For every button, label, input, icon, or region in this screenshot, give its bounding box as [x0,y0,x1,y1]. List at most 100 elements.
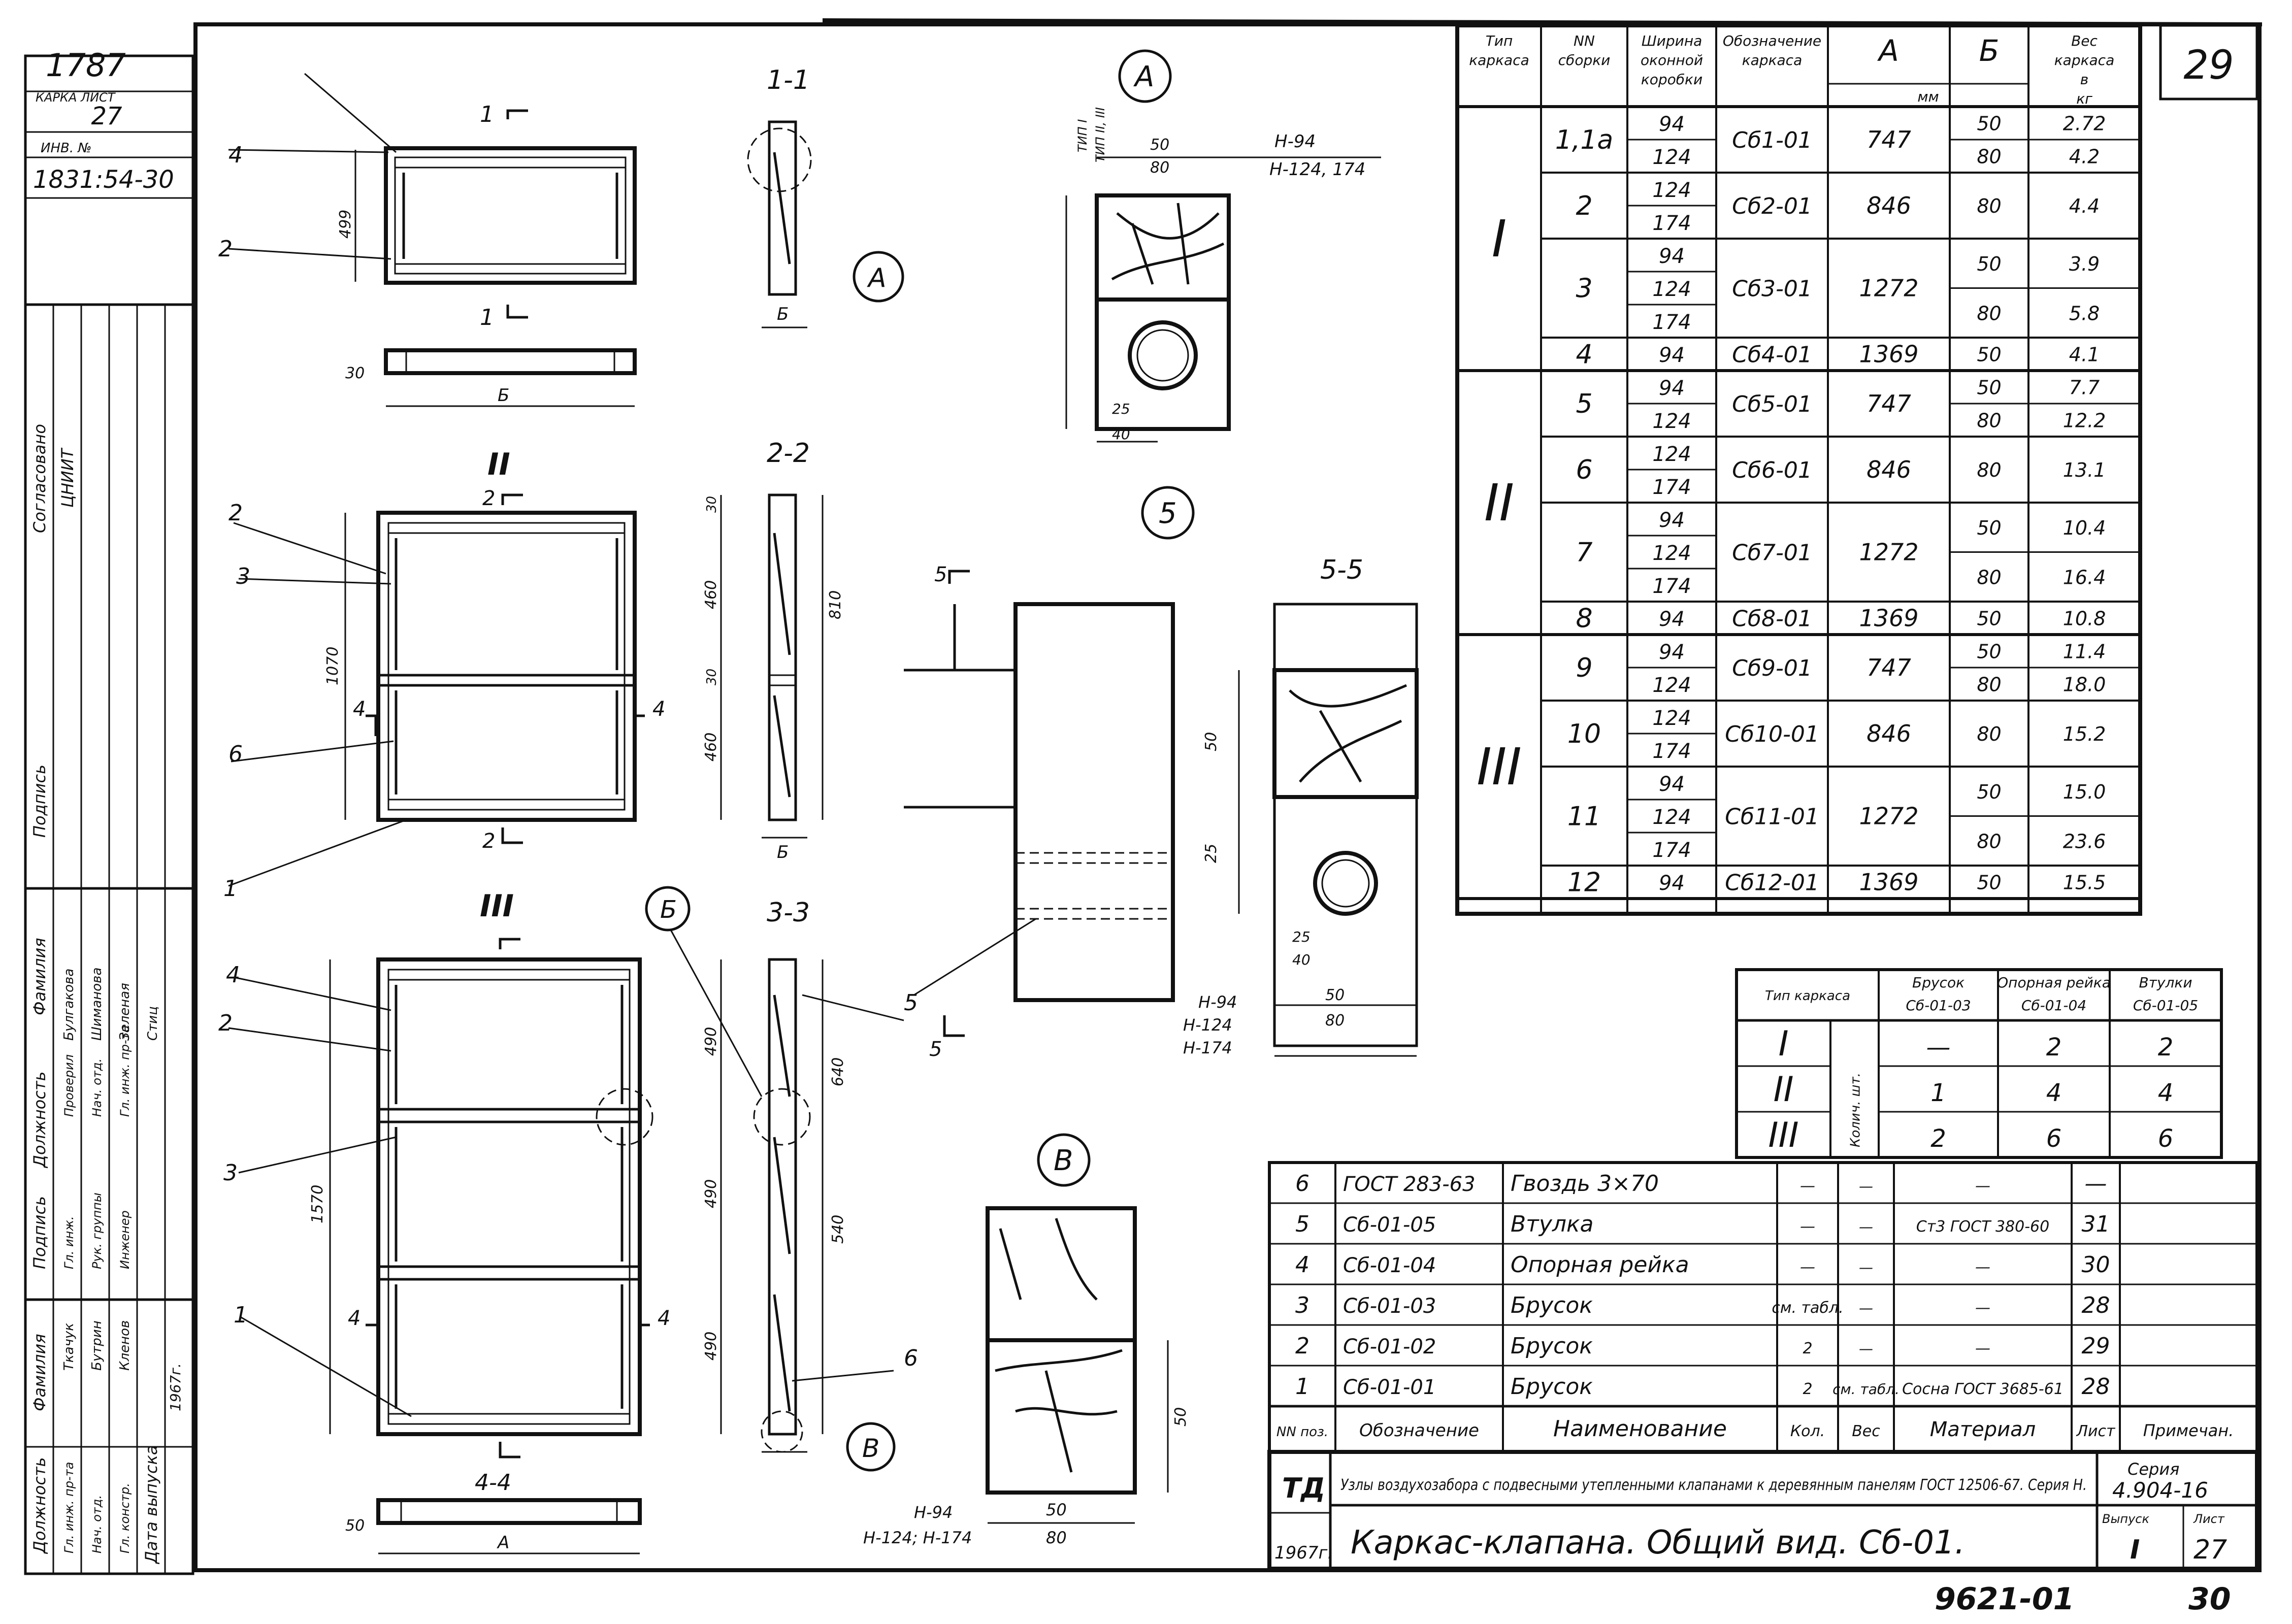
spec-table-qty: 2 [1803,1340,1812,1357]
s55-dim-25: 25 [1292,929,1311,945]
section-2-2 [720,493,824,839]
detail-v-dim-80-bottom: 80 [1046,1528,1067,1547]
view-3-frame [228,938,653,1554]
frame-table-code: Сб11-01 [1725,804,1819,830]
spec-table-material: — [1975,1340,1990,1357]
frame-table-a: 846 [1867,456,1911,483]
frame-table-header: А [1877,34,1899,68]
view3-callout-3: 3 [223,1160,238,1186]
view2-callout-2: 2 [228,500,243,526]
frame-table-width: 124 [1652,278,1691,301]
frame-table-width: 174 [1652,311,1691,334]
spec-table-header: Лист [2076,1422,2116,1440]
s33-dim-490-a: 490 [702,1027,720,1056]
spec-table-material: Сосна ГОСТ 3685-61 [1902,1380,2064,1398]
drawing-tail: 30 [2188,1581,2231,1617]
strip-role: Гл. инж. [62,1216,76,1269]
s22-dim-30-top: 30 [704,496,719,513]
view4-4-dim-50: 50 [345,1517,365,1535]
spec-table-pos: 2 [1295,1333,1309,1359]
spec-table-code: Сб-01-03 [1343,1295,1436,1318]
strip-role: Гл. инж. пр-та [62,1462,76,1553]
spec-table-qty: 2 [1803,1380,1812,1398]
frame-table-b: 50 [1977,253,2001,275]
frame-table-weight: 18.0 [2063,674,2106,696]
frame-table-b: 80 [1977,723,2001,745]
spec-table-header: Кол. [1790,1422,1825,1440]
frame-table-weight: 13.1 [2063,459,2106,481]
frame-table-no: 2 [1576,191,1592,221]
frame-table-no: 12 [1567,868,1601,898]
spec-table-code: Сб-01-05 [1343,1213,1436,1237]
qty-table-header: Втулки [2139,974,2192,991]
page-number-box [2159,24,2258,101]
frame-table-code: Сб9-01 [1732,655,1812,681]
spec-table-header: Вес [1852,1422,1880,1440]
s55-h174: Н-174 [1183,1038,1232,1057]
section-3-3-title: 3-3 [767,898,810,928]
section-5-5-title: 5-5 [1320,555,1363,585]
s22-dim-460-a: 460 [702,580,720,609]
spec-table-header: NN поз. [1276,1424,1328,1440]
view3-section-4-left: 4 [348,1307,361,1330]
frame-table-width: 94 [1659,377,1685,400]
detail-a-dim-50: 50 [1150,136,1169,154]
frame-table-header: оконной [1641,52,1703,69]
spec-table-material: — [1975,1177,1990,1195]
detail-a-type2: ТИП II, III [1093,107,1107,162]
frame-table-header: каркаса [2054,52,2114,69]
detail-5-dim-25: 25 [1202,844,1220,863]
frame-table-weight: 4.1 [2069,344,2100,366]
frame-table-header: Тип [1486,32,1513,49]
qty-table-value: — [1926,1033,1951,1062]
strip-vertical-label: Должность [30,1072,49,1169]
view2-callout-1: 1 [223,876,238,902]
strip-role: Проверил [62,1054,76,1117]
view4-4-title: 4-4 [475,1470,511,1496]
title-year: 1967г. [1274,1543,1333,1563]
frame-table-no: 9 [1576,653,1592,683]
frame-table-weight: 23.6 [2063,830,2106,852]
frame-table-header: сборки [1558,52,1611,69]
title-sheet-label: Лист [2193,1512,2225,1526]
view1-section-1-bottom: 1 [480,305,494,330]
qty-table-value: 6 [2158,1124,2174,1153]
spec-table-weight: см. табл. [1832,1381,1900,1398]
frame-table-header: Обозначение [1723,32,1821,49]
qty-table-value: 4 [2158,1079,2174,1107]
qty-table-header: Брусок [1912,974,1964,991]
frame-table-a: 1369 [1859,605,1918,632]
frame-table-no: 3 [1576,274,1592,304]
detail-5-callout-mid: 5 [904,990,918,1016]
qty-table-value: 1 [1930,1079,1946,1107]
frame-table-a: 747 [1867,654,1911,681]
view1-callout-2: 2 [218,236,233,262]
frame-table: ТипкаркасаNNсборкиШиринаоконнойкоробкиОб… [1455,23,2142,916]
spec-table-header: Наименование [1553,1416,1727,1442]
frame-table-border [1455,23,2142,916]
qty-table-value: 2 [2158,1033,2174,1062]
spec-table-sheet: 31 [2082,1211,2110,1237]
strip-role: Нач. отд. [90,1058,104,1117]
frame-table-code: Сб8-01 [1732,606,1812,632]
view2-dim-1070: 1070 [324,647,342,685]
view3-callout-1: 1 [234,1302,248,1328]
view3-callout-2: 2 [218,1010,233,1036]
detail-bb-label: Б [660,896,677,924]
frame-table-width: 174 [1652,575,1691,598]
frame-table-b: 50 [1977,781,2001,803]
detail-5-callout-bottom: 5 [929,1038,942,1061]
frame-table-a: 1369 [1859,869,1918,896]
detail-5 [904,486,1419,1057]
frame-table-width: 174 [1652,740,1691,763]
spec-table-name: Гвоздь 3×70 [1511,1171,1659,1197]
strip-vertical-label: Дата выпуска [142,1445,161,1565]
frame-table-header: в [2080,71,2089,88]
qty-table-header: Сб-01-03 [1906,997,1971,1014]
strip-role: Рук. группы [90,1192,104,1269]
left-sheet-number: 27 [91,102,122,130]
frame-table-width: 94 [1659,509,1685,532]
